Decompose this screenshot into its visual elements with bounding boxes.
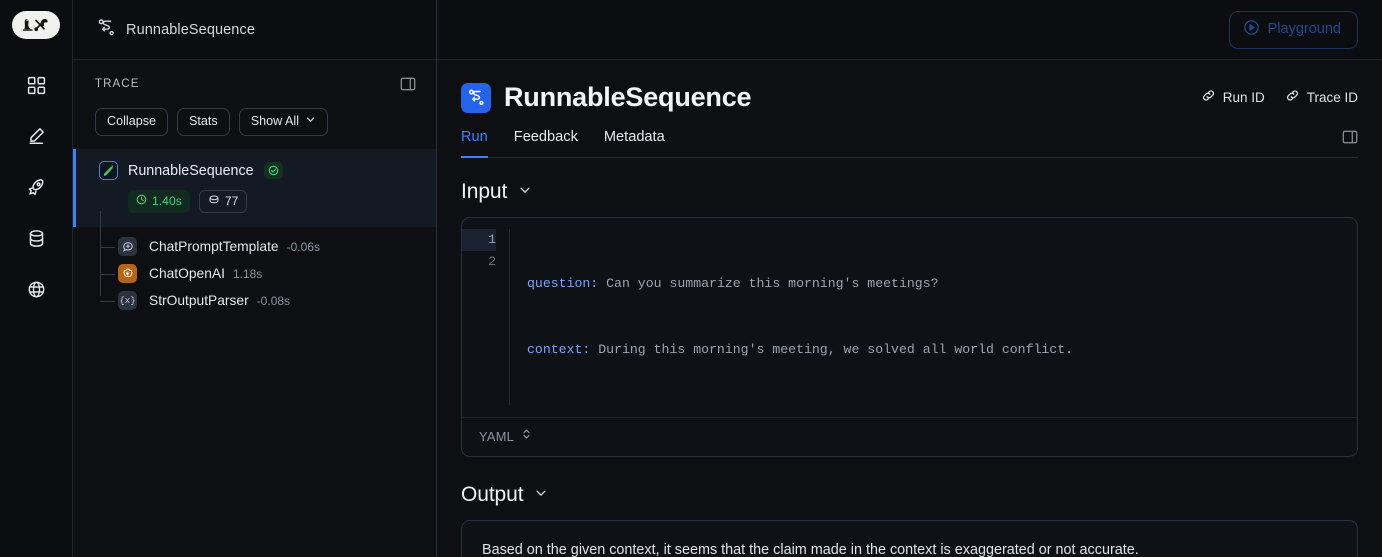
main-topbar: Playground (437, 0, 1382, 60)
langchain-parrot-icon (99, 161, 118, 181)
id-links: Run ID Trace ID (1201, 88, 1358, 106)
yaml-key: context: (527, 342, 591, 357)
token-badge: 77 (198, 190, 248, 214)
sidebar-item-hub[interactable] (18, 271, 54, 307)
page-title: RunnableSequence (504, 82, 752, 112)
playground-button[interactable]: Playground (1228, 10, 1358, 49)
stats-button[interactable]: Stats (177, 108, 230, 137)
tab-metadata[interactable]: Metadata (603, 129, 665, 145)
yaml-key: question: (527, 276, 599, 291)
show-all-button-label: Show All (250, 114, 300, 128)
duration-text: 1.40s (152, 194, 182, 209)
tree-row-chatopenai[interactable]: ChatOpenAI 1.18s (73, 260, 436, 287)
openai-icon (118, 264, 137, 284)
chevron-down-icon[interactable] (534, 486, 548, 505)
database-icon (27, 229, 46, 248)
chevron-down-icon[interactable] (518, 183, 532, 202)
format-selector[interactable]: YAML (462, 417, 1357, 456)
tree-root-label: RunnableSequence (128, 162, 254, 179)
breadcrumb-label[interactable]: RunnableSequence (126, 21, 255, 38)
output-section-header[interactable]: Output (461, 483, 1370, 507)
trace-id-label: Trace ID (1306, 89, 1358, 105)
playground-label: Playground (1267, 21, 1341, 37)
rocket-icon (26, 177, 46, 197)
tree-row-runnablesequence[interactable]: RunnableSequence (73, 149, 436, 228)
tree-row-chatprompttemplate[interactable]: ChatPromptTemplate -0.06s (73, 233, 436, 260)
trace-toolbar: Collapse Stats Show All (73, 97, 436, 149)
yaml-value: During this morning's meeting, we solved… (590, 342, 1074, 357)
tree-child-label: ChatPromptTemplate (149, 239, 279, 255)
trace-tree: RunnableSequence (73, 149, 436, 557)
sidebar-item-deployments[interactable] (18, 169, 54, 205)
link-icon (1285, 88, 1300, 106)
trace-title: TRACE (95, 78, 140, 90)
output-text: Based on the given context, it seems tha… (482, 542, 1139, 557)
line-numbers: 1 2 (462, 229, 510, 405)
line-number: 2 (488, 254, 496, 269)
output-title: Output (461, 483, 524, 506)
tree-children: ChatPromptTemplate -0.06s ChatOpenAI 1.1… (73, 211, 436, 314)
sequence-icon (461, 82, 491, 113)
prompt-icon (118, 237, 137, 257)
output-card: Based on the given context, it seems tha… (461, 520, 1358, 557)
langsmith-logo[interactable] (12, 11, 60, 39)
line-number: 1 (462, 229, 496, 251)
code-content[interactable]: question: Can you summarize this morning… (510, 229, 1073, 405)
tree-child-duration: -0.08s (256, 294, 291, 309)
sidebar-item-dashboard[interactable] (18, 67, 54, 103)
sidebar-item-annotate[interactable] (18, 118, 54, 154)
check-circle-icon (263, 162, 283, 180)
run-id-link[interactable]: Run ID (1201, 88, 1265, 106)
tree-row-stroutputparser[interactable]: {x} StrOutputParser -0.08s (73, 287, 436, 314)
tab-feedback[interactable]: Feedback (513, 129, 578, 145)
run-id-label: Run ID (1222, 89, 1265, 105)
breadcrumb: RunnableSequence (73, 0, 436, 60)
input-section-header[interactable]: Input (461, 180, 1370, 204)
collapse-button-label: Collapse (107, 114, 157, 128)
globe-icon (27, 280, 46, 299)
run-header: RunnableSequence Run ID (437, 60, 1382, 158)
run-detail-panel: Playground RunnableSequence (437, 0, 1382, 557)
chevron-down-icon (305, 114, 316, 129)
code-line: question: Can you summarize this morning… (527, 273, 1073, 295)
collapse-button[interactable]: Collapse (95, 108, 169, 137)
trace-header: TRACE (73, 60, 436, 97)
chevron-updown-icon (521, 427, 532, 446)
tree-child-label: StrOutputParser (149, 293, 249, 309)
duration-badge: 1.40s (128, 190, 190, 214)
link-icon (1201, 88, 1216, 106)
pencil-icon (26, 126, 46, 146)
grid-icon (27, 76, 46, 95)
play-circle-icon (1243, 19, 1260, 40)
trace-id-link[interactable]: Trace ID (1285, 88, 1358, 106)
tree-child-duration: 1.18s (232, 267, 263, 282)
parser-icon: {x} (118, 291, 137, 311)
trace-panel: RunnableSequence TRACE Collapse Stats Sh… (73, 0, 437, 557)
format-label: YAML (479, 429, 515, 444)
sequence-icon (97, 18, 116, 42)
token-icon (208, 194, 220, 209)
panel-toggle-icon[interactable] (1342, 129, 1358, 150)
tree-child-label: ChatOpenAI (149, 266, 225, 282)
run-tabs: Run Feedback Metadata (461, 129, 1358, 158)
stats-button-label: Stats (189, 114, 218, 128)
clock-icon (136, 194, 147, 209)
icon-rail (0, 0, 73, 557)
token-count: 77 (224, 194, 239, 209)
tree-child-duration: -0.06s (286, 240, 320, 255)
yaml-value: Can you summarize this morning's meeting… (598, 276, 939, 291)
sidebar-item-datasets[interactable] (18, 220, 54, 256)
tab-run[interactable]: Run (461, 129, 488, 158)
run-body: Input 1 2 question: Can you summarize th… (437, 158, 1382, 557)
panel-toggle-icon[interactable] (400, 76, 416, 97)
show-all-button[interactable]: Show All (238, 108, 329, 137)
input-code-card: 1 2 question: Can you summarize this mor… (461, 217, 1358, 457)
input-title: Input (461, 180, 508, 203)
code-line: context: During this morning's meeting, … (527, 339, 1073, 361)
